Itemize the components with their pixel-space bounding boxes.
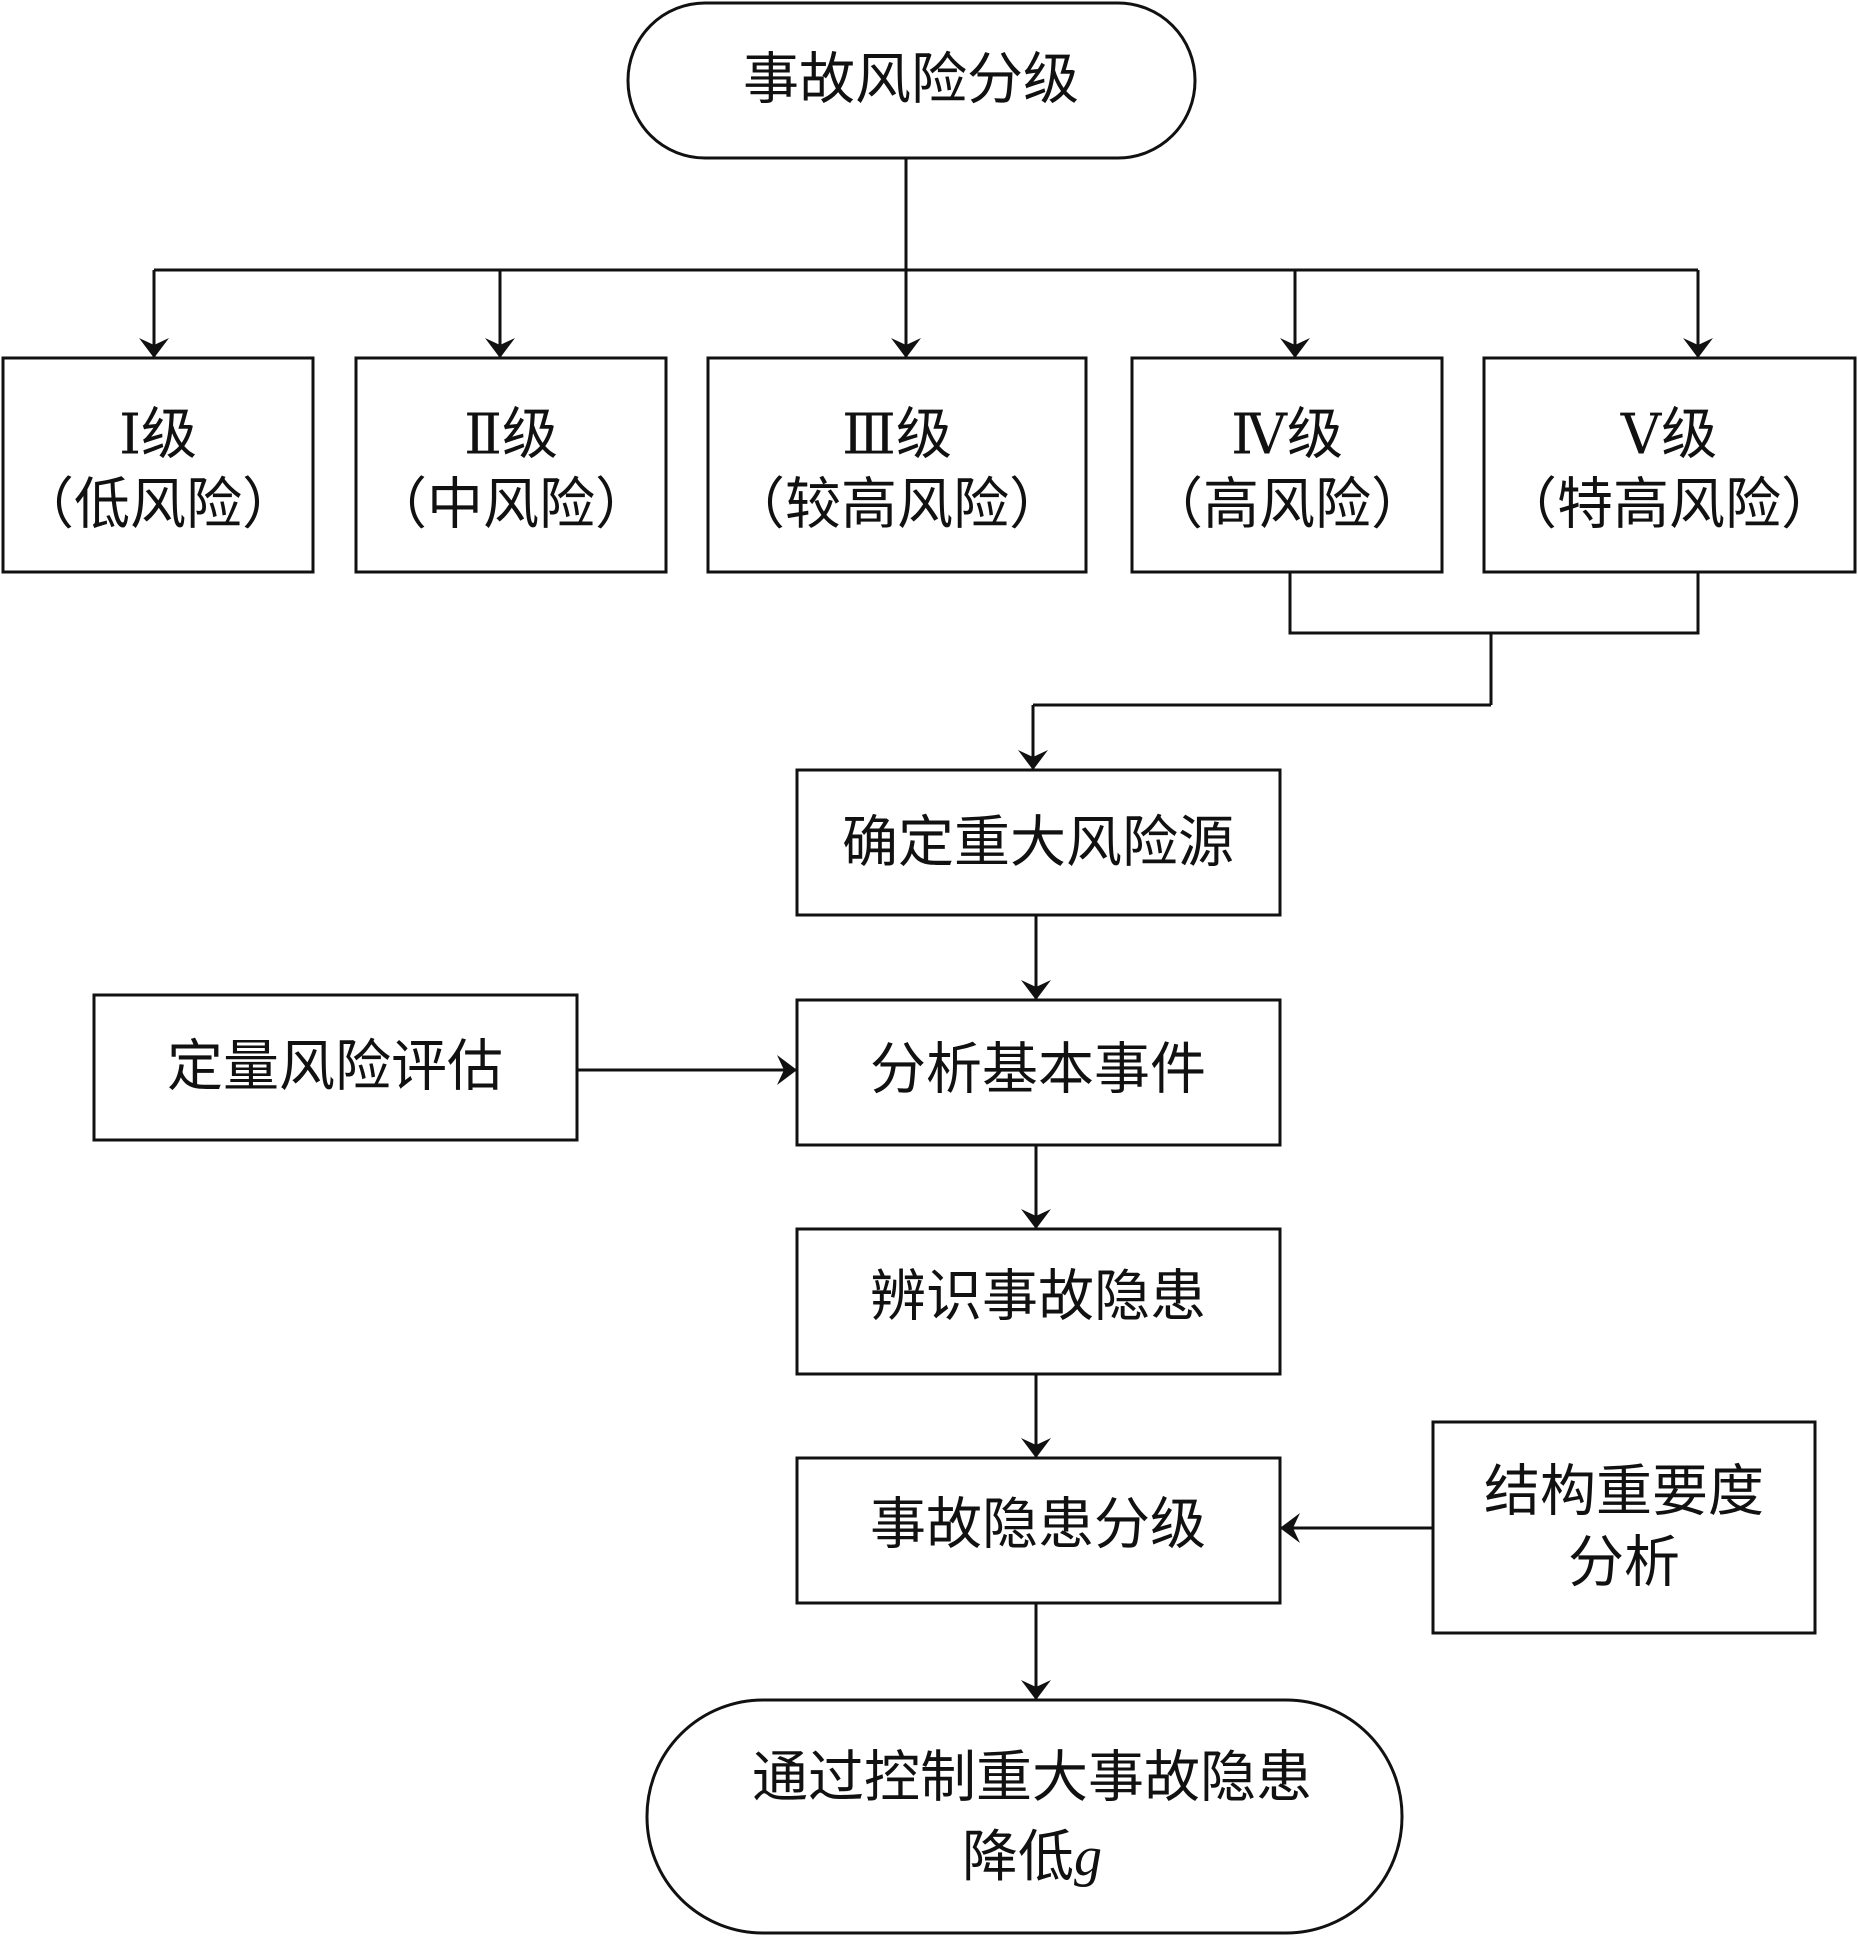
step-classify-hazards: 事故隐患分级	[795, 1456, 1282, 1605]
input-quant-assessment: 定量风险评估	[92, 993, 579, 1142]
merge-connector	[1018, 572, 1700, 770]
level-box-1: Ⅰ级 （低风险）	[1, 356, 315, 574]
end-line2: 降低g	[962, 1825, 1102, 1890]
level-5-desc: （特高风险）	[1501, 473, 1837, 538]
step-analyze-events: 分析基本事件	[795, 998, 1282, 1147]
level-box-5: Ⅴ级 （特高风险）	[1482, 356, 1857, 574]
step-identify-source: 确定重大风险源	[795, 768, 1282, 917]
distribution-connectors	[139, 158, 1713, 358]
end-line2-symbol: g	[1074, 1826, 1102, 1888]
start-terminal: 事故风险分级	[626, 1, 1197, 160]
identify-hazards-label: 辨识事故隐患	[870, 1265, 1206, 1330]
level-box-4: Ⅳ级 （高风险）	[1130, 356, 1444, 574]
level-4-desc: （高风险）	[1147, 473, 1427, 538]
level-4-grade: Ⅳ级	[1231, 403, 1343, 468]
level-5-grade: Ⅴ级	[1620, 403, 1717, 468]
level-1-grade: Ⅰ级	[119, 403, 197, 468]
end-terminal: 通过控制重大事故隐患 降低g	[645, 1698, 1404, 1935]
level-2-grade: Ⅱ级	[464, 403, 558, 468]
identify-source-label: 确定重大风险源	[842, 811, 1234, 876]
end-line1: 通过控制重大事故隐患	[752, 1746, 1312, 1811]
level-3-desc: （较高风险）	[729, 473, 1065, 538]
step-identify-hazards: 辨识事故隐患	[795, 1227, 1282, 1376]
classify-hazards-label: 事故隐患分级	[870, 1493, 1206, 1558]
level-box-3: Ⅲ级 （较高风险）	[706, 356, 1088, 574]
level-1-desc: （低风险）	[18, 473, 298, 538]
quant-assessment-label: 定量风险评估	[167, 1035, 503, 1100]
end-line2-text: 降低	[962, 1825, 1074, 1890]
level-3-grade: Ⅲ级	[842, 403, 952, 468]
level-2-desc: （中风险）	[371, 473, 651, 538]
struct-importance-line2: 分析	[1568, 1531, 1680, 1596]
analyze-events-label: 分析基本事件	[870, 1038, 1206, 1103]
start-label: 事故风险分级	[743, 48, 1079, 113]
level-box-2: Ⅱ级 （中风险）	[354, 356, 668, 574]
input-struct-importance: 结构重要度 分析	[1431, 1420, 1817, 1635]
struct-importance-line1: 结构重要度	[1484, 1460, 1764, 1525]
